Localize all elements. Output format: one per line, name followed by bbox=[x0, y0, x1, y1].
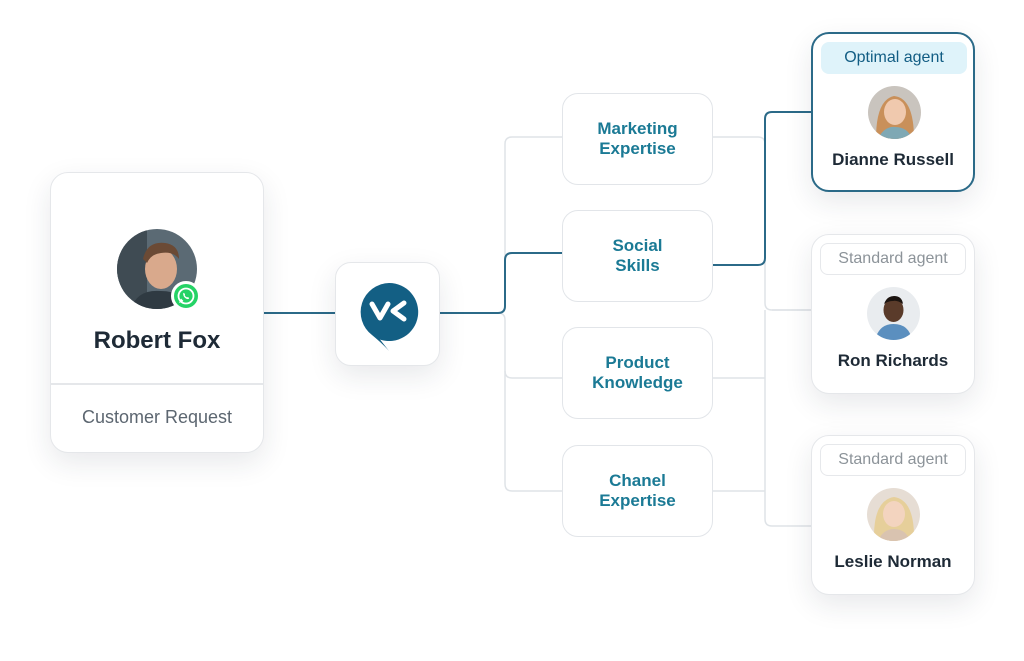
line-social-to-optimal bbox=[713, 111, 811, 266]
optimal-agent-badge: Optimal agent bbox=[821, 42, 967, 74]
skill-marketing-expertise[interactable]: Marketing Expertise bbox=[562, 93, 713, 185]
customer-request-card[interactable]: Robert Fox Customer Request bbox=[50, 172, 264, 453]
skill-label: Product Knowledge bbox=[592, 353, 683, 392]
standard-agent-badge: Standard agent bbox=[820, 243, 966, 275]
skill-product-knowledge[interactable]: Product Knowledge bbox=[562, 327, 713, 419]
line-router-to-social bbox=[440, 252, 562, 314]
agent-card-standard[interactable]: Standard agent Leslie Norman bbox=[811, 435, 975, 595]
line-router-to-product bbox=[497, 312, 562, 379]
routing-logo-icon bbox=[360, 282, 419, 351]
agent-name: Leslie Norman bbox=[834, 552, 952, 571]
agent-name: Dianne Russell bbox=[832, 150, 954, 169]
skill-chanel-expertise[interactable]: Chanel Expertise bbox=[562, 445, 713, 537]
agent-card-optimal[interactable]: Optimal agent Dianne Russell bbox=[811, 32, 975, 192]
line-marketing-to-agents bbox=[713, 136, 811, 311]
line-product-to-agents bbox=[713, 310, 811, 527]
agent-name: Ron Richards bbox=[837, 351, 949, 370]
agent-avatar bbox=[867, 287, 920, 340]
customer-request-label: Customer Request bbox=[81, 407, 233, 427]
skill-label: Social Skills bbox=[612, 236, 663, 275]
router-logo-card[interactable] bbox=[335, 262, 440, 366]
agent-avatar bbox=[867, 488, 920, 541]
agent-card-standard[interactable]: Standard agent Ron Richards bbox=[811, 234, 975, 394]
line-router-to-chanel bbox=[504, 371, 562, 492]
skill-label: Chanel Expertise bbox=[599, 471, 676, 510]
agent-avatar bbox=[868, 86, 921, 139]
whatsapp-icon bbox=[171, 281, 201, 311]
card-divider bbox=[51, 383, 263, 385]
line-router-to-marketing bbox=[440, 136, 562, 314]
skill-label: Marketing Expertise bbox=[597, 119, 678, 158]
customer-name: Robert Fox bbox=[93, 327, 221, 354]
standard-agent-badge: Standard agent bbox=[820, 444, 966, 476]
skill-social-skills[interactable]: Social Skills bbox=[562, 210, 713, 302]
